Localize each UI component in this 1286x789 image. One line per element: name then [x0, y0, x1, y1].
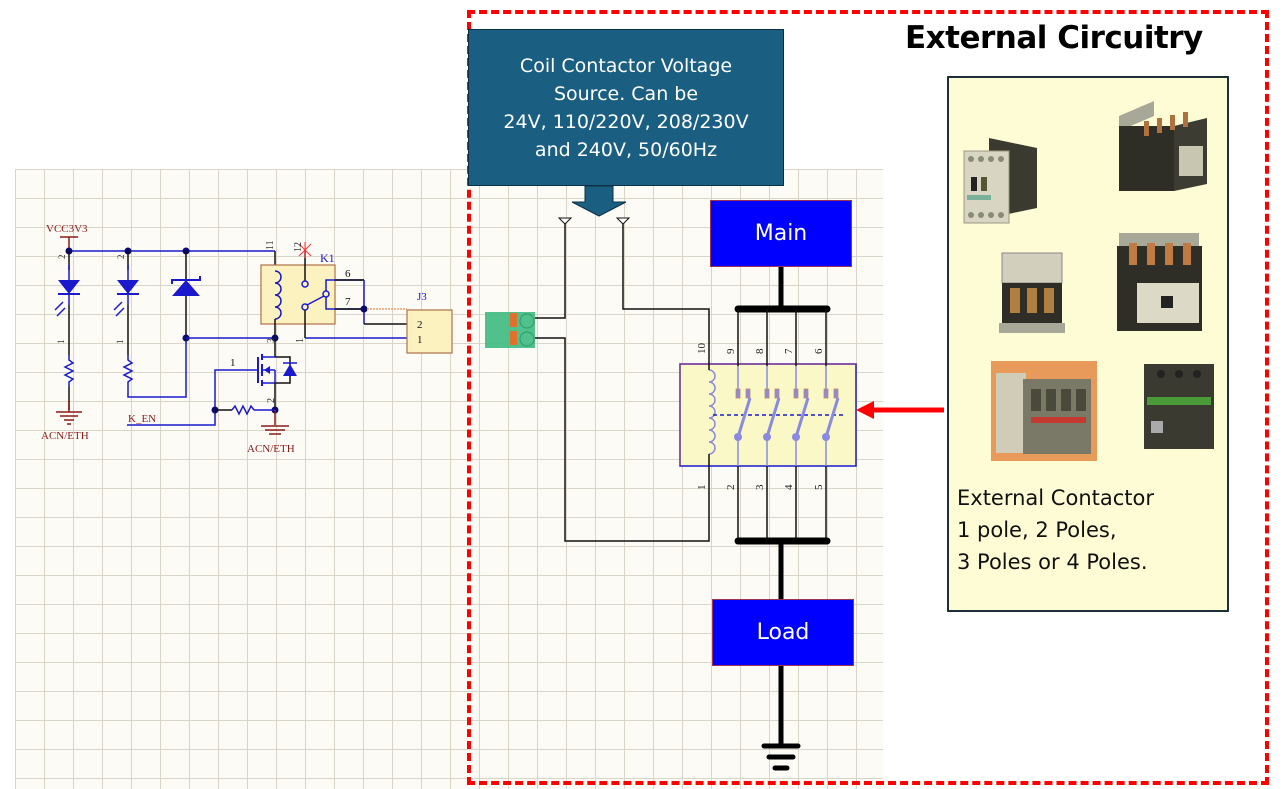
svg-text:7: 7: [345, 296, 351, 308]
pin-label: 4: [783, 484, 795, 490]
contactor-symbol: [679, 340, 857, 497]
svg-text:11: 11: [265, 240, 276, 250]
svg-text:1: 1: [295, 338, 306, 343]
contactor-photo-4pole-a: [1119, 101, 1207, 191]
pin-label: 2: [725, 485, 737, 491]
pin-label: 9: [725, 348, 737, 354]
terminal-icon: [615, 217, 631, 225]
led-2: 1: [113, 251, 187, 398]
svg-text:12: 12: [293, 242, 304, 252]
pin-label: 2: [57, 255, 67, 260]
description-line: 3 Poles or 4 Poles.: [957, 550, 1148, 574]
contactor-photo-panel: External Contactor 1 pole, 2 Poles, 3 Po…: [947, 76, 1229, 612]
svg-text:2: 2: [417, 319, 423, 331]
callout-line: Coil Contactor Voltage: [519, 54, 733, 77]
callout-line: and 240V, 50/60Hz: [534, 138, 718, 161]
led-1: 1: [54, 251, 80, 412]
contactor-photo-siemens: [963, 138, 1037, 224]
contactor-pole: [734, 309, 752, 541]
svg-text:1: 1: [56, 340, 66, 345]
svg-text:1: 1: [417, 334, 423, 346]
main-supply-block: Main: [710, 200, 852, 267]
connector-j3: J3 2 1: [406, 291, 453, 354]
pin-label: 6: [813, 348, 825, 354]
contactor-photo-4pole-b: [1117, 233, 1202, 331]
terminal-block: [485, 312, 535, 348]
contactor-photo-3pole: [999, 252, 1065, 333]
coil-voltage-source-callout: Coil Contactor Voltage Source. Can be 24…: [468, 29, 784, 186]
page-title: External Circuitry: [905, 20, 1203, 56]
svg-text:1: 1: [115, 340, 125, 345]
relay-k1: 11 3 12 K1 1 6 7: [260, 240, 407, 343]
down-arrow-icon: [571, 185, 627, 217]
pin-label: 1: [696, 485, 708, 491]
pin-label: 3: [754, 484, 766, 490]
contactor-photo-abb: [991, 361, 1097, 461]
pin-label: 7: [783, 348, 795, 354]
pin-label: 10: [696, 343, 708, 355]
svg-text:3: 3: [266, 338, 277, 343]
ground-label: ACN/ETH: [247, 443, 295, 455]
enable-label: K_EN: [128, 413, 156, 425]
load-block: Load: [712, 599, 854, 666]
contactor-pole: [763, 309, 781, 541]
callout-line: 24V, 110/220V, 208/230V: [503, 110, 749, 133]
contactor-photo-schneider: [1144, 364, 1214, 449]
vcc-symbol: VCC3V3: [46, 223, 88, 251]
ground-symbol: ACN/ETH: [41, 411, 89, 442]
pin-label: 5: [813, 484, 825, 490]
terminal-icon: [557, 217, 573, 225]
vcc-label: VCC3V3: [46, 223, 88, 235]
ground-label: ACN/ETH: [41, 430, 89, 442]
mosfet: 1 2 ACN/ETH: [127, 338, 297, 455]
ground-icon: [761, 743, 801, 771]
svg-text:6: 6: [345, 268, 351, 280]
callout-line: Source. Can be: [553, 82, 699, 105]
pin-label: 2: [116, 255, 126, 260]
contactor-description: External Contactor 1 pole, 2 Poles, 3 Po…: [957, 482, 1154, 578]
relay-ref: K1: [320, 251, 335, 265]
contactor-pole: [792, 309, 810, 541]
svg-text:1: 1: [230, 357, 236, 369]
svg-text:2: 2: [266, 398, 277, 403]
pin-label: 8: [754, 348, 766, 354]
contactor-poles: [734, 309, 840, 541]
connector-ref: J3: [417, 291, 427, 303]
description-line: External Contactor: [957, 486, 1154, 510]
description-line: 1 pole, 2 Poles,: [957, 518, 1117, 542]
contactor-pole: [822, 309, 840, 541]
tvs-diode: [171, 251, 275, 342]
arrow-head-icon: [856, 401, 874, 419]
